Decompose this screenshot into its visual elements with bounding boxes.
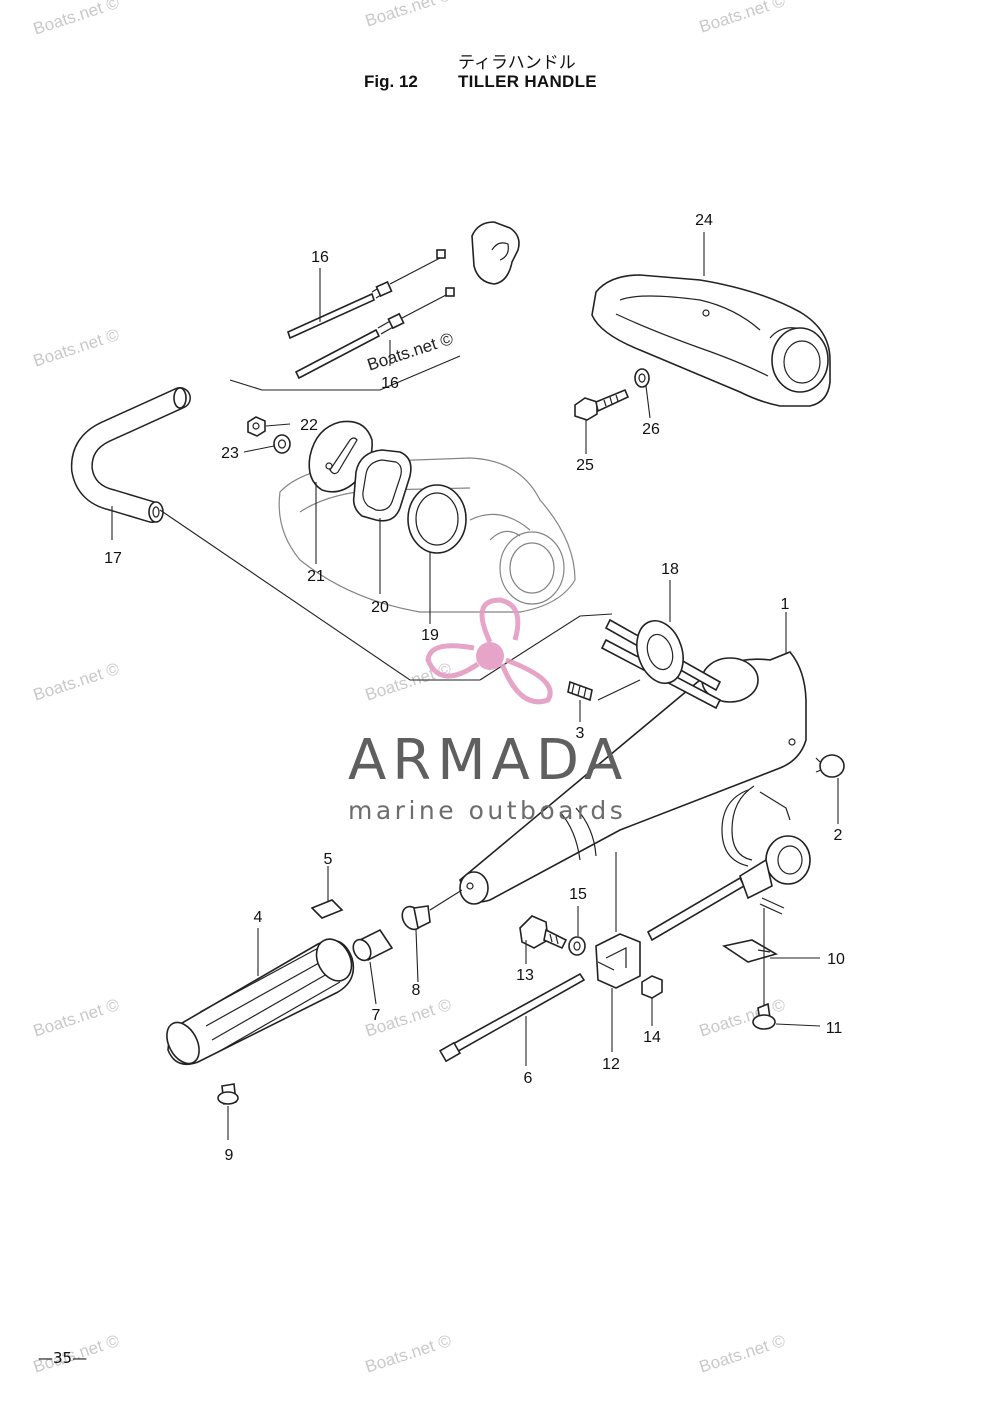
part-label-4: 4 bbox=[254, 909, 263, 926]
part-label-5: 5 bbox=[324, 851, 333, 868]
part-label-19: 19 bbox=[421, 627, 439, 644]
washer-23 bbox=[273, 434, 291, 454]
part-label-24: 24 bbox=[695, 212, 713, 229]
title-japanese: ティラハンドル bbox=[458, 53, 576, 73]
page-number: —35— bbox=[38, 1349, 88, 1367]
stop-switch bbox=[646, 835, 811, 942]
part-label-17: 17 bbox=[104, 550, 122, 567]
part-label-6: 6 bbox=[524, 1070, 533, 1087]
bolt-25 bbox=[574, 388, 630, 421]
part-label-12: 12 bbox=[602, 1056, 620, 1073]
part-label-11: 11 bbox=[826, 1020, 843, 1037]
collar-7 bbox=[352, 928, 394, 962]
throttle-shaft-6 bbox=[438, 972, 586, 1063]
page-title: TILLER HANDLE bbox=[458, 72, 597, 91]
knob-13 bbox=[519, 915, 568, 950]
part-label-14: 14 bbox=[643, 1029, 661, 1046]
washer-26 bbox=[634, 368, 650, 388]
part-label-16-upper: 16 bbox=[311, 249, 329, 266]
ring-19 bbox=[407, 484, 467, 554]
part-label-2: 2 bbox=[834, 827, 843, 844]
washer-15 bbox=[568, 936, 586, 956]
part-label-10: 10 bbox=[827, 951, 845, 968]
clip-10 bbox=[721, 939, 779, 963]
brand-tagline: marine outboards bbox=[348, 796, 627, 825]
part-label-9: 9 bbox=[225, 1147, 234, 1164]
throttle-cam bbox=[471, 221, 520, 285]
part-label-13: 13 bbox=[516, 967, 534, 984]
part-label-26: 26 bbox=[642, 421, 660, 438]
tube-17 bbox=[70, 387, 191, 523]
nut-14 bbox=[641, 975, 663, 999]
part-label-25: 25 bbox=[576, 457, 594, 474]
tiller-bracket-24 bbox=[591, 274, 831, 407]
part-label-1: 1 bbox=[781, 596, 790, 613]
screw-11 bbox=[752, 1002, 776, 1030]
stud-3 bbox=[567, 680, 593, 702]
part-label-23: 23 bbox=[221, 445, 239, 462]
part-label-8: 8 bbox=[412, 982, 421, 999]
part-label-22: 22 bbox=[300, 417, 318, 434]
label-5 bbox=[310, 899, 344, 919]
gasket-20 bbox=[352, 449, 412, 522]
part-label-16-lower: 16 bbox=[381, 375, 399, 392]
screw-9 bbox=[217, 1083, 239, 1105]
brand-logo bbox=[425, 597, 553, 705]
part-label-3: 3 bbox=[576, 725, 585, 742]
cap-2 bbox=[815, 754, 845, 778]
throttle-cable-16 bbox=[287, 249, 455, 380]
part-label-20: 20 bbox=[371, 599, 389, 616]
nut-22 bbox=[247, 416, 266, 437]
part-label-15: 15 bbox=[569, 886, 587, 903]
bushing-8 bbox=[401, 905, 431, 931]
part-label-7: 7 bbox=[372, 1007, 381, 1024]
part-labels: 1 2 3 4 5 6 7 8 9 10 11 12 13 14 15 16 1… bbox=[104, 212, 845, 1164]
figure-number: Fig. 12 bbox=[364, 72, 418, 91]
shaft-18 bbox=[600, 618, 722, 710]
brand-name: ARMADA bbox=[348, 728, 629, 793]
tiller-handle-1 bbox=[459, 651, 807, 905]
part-label-21: 21 bbox=[307, 568, 325, 585]
friction-block-12 bbox=[595, 933, 641, 989]
leader-lines bbox=[111, 232, 839, 1140]
part-label-18: 18 bbox=[661, 561, 679, 578]
grip-4 bbox=[166, 938, 355, 1066]
